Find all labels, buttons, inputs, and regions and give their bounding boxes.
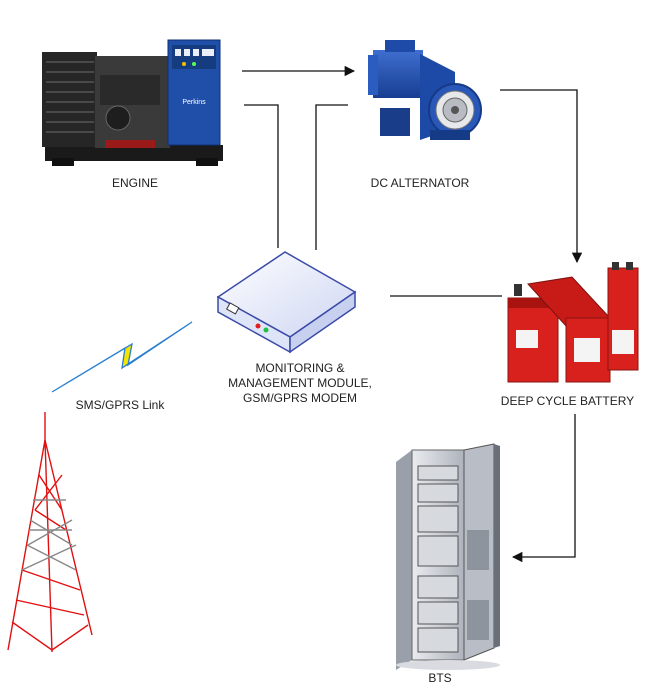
- monitoring-label-line-1: MONITORING &: [255, 361, 345, 375]
- bts-label: BTS: [428, 671, 452, 685]
- connectors: [242, 65, 583, 563]
- lightning-link-icon: [51, 321, 193, 393]
- alternator-to-battery-arrow: [500, 89, 583, 264]
- sms-link-label: SMS/GPRS Link: [75, 398, 165, 412]
- battery-to-bts-arrow: [511, 414, 576, 563]
- engine-generator-icon: Perkins: [42, 39, 223, 166]
- radio-tower-icon: [7, 412, 93, 653]
- monitoring-label-line-3: GSM/GPRS MODEM: [242, 391, 357, 405]
- monitoring-label-line-2: MANAGEMENT MODULE,: [228, 376, 372, 390]
- engine-brand-text: Perkins: [182, 99, 206, 106]
- monitoring-module-label: MONITORING & MANAGEMENT MODULE, GSM/GPRS…: [200, 361, 400, 406]
- alternator-to-module-line: [315, 104, 348, 250]
- battery-label: DEEP CYCLE BATTERY: [500, 394, 635, 408]
- bts-cabinet-icon: [396, 443, 500, 670]
- engine-label: ENGINE: [111, 176, 158, 190]
- monitoring-module-icon: [216, 251, 357, 354]
- engine-to-module-line: [244, 104, 279, 248]
- alternator-icon: [368, 40, 482, 140]
- battery-icon: [507, 262, 639, 383]
- alternator-label: DC ALTERNATOR: [370, 176, 470, 190]
